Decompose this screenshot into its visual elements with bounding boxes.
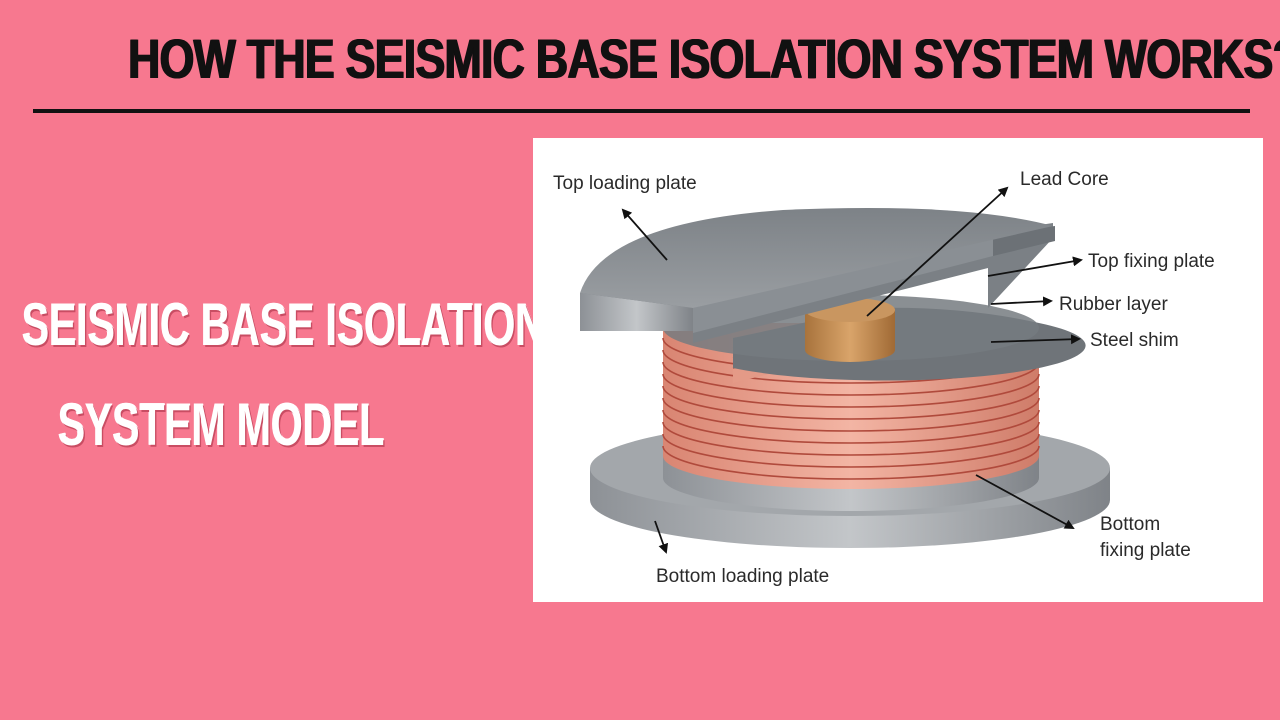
label-bottom-fixing-plate-line-2: fixing plate	[1100, 540, 1191, 561]
top-loading-plate	[580, 208, 1055, 343]
isolator-diagram: Top loading plate Lead Core Top fixing p…	[533, 138, 1263, 602]
label-top-loading-plate: Top loading plate	[553, 173, 697, 194]
label-lead-core: Lead Core	[1020, 169, 1109, 190]
title-underline	[33, 109, 1250, 113]
page-title: HOW THE SEISMIC BASE ISOLATION SYSTEM WO…	[128, 27, 1280, 90]
side-caption-line-2: SYSTEM MODEL	[58, 391, 385, 458]
leader-arrows	[621, 186, 1083, 554]
label-rubber-layer: Rubber layer	[1059, 294, 1168, 315]
isolator-illustration: Top loading plate Lead Core Top fixing p…	[553, 169, 1215, 587]
label-top-fixing-plate: Top fixing plate	[1088, 251, 1215, 272]
label-bottom-fixing-plate-line-1: Bottom	[1100, 514, 1160, 535]
label-bottom-loading-plate: Bottom loading plate	[656, 566, 829, 587]
label-steel-shim: Steel shim	[1090, 330, 1179, 351]
side-caption-line-1: SEISMIC BASE ISOLATION	[22, 291, 545, 358]
